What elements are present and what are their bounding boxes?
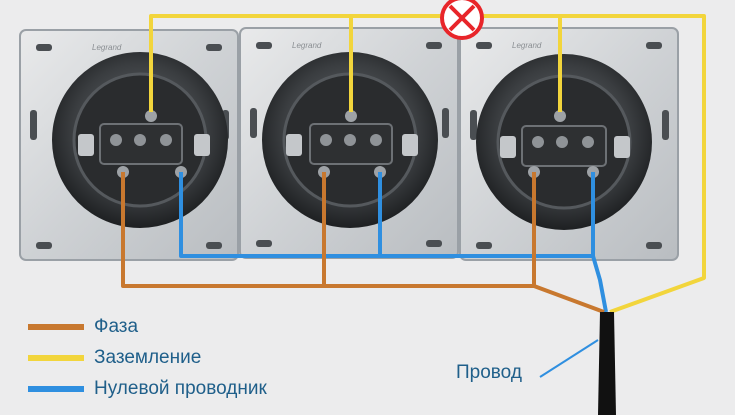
legend-label-neutral: Нулевой проводник <box>94 377 267 399</box>
neutral-wire-segment <box>591 255 608 313</box>
cable-pointer <box>539 339 599 378</box>
ground-wires <box>149 14 706 314</box>
neutral-wire-segment <box>179 172 382 258</box>
legend-item-phase: Фаза <box>28 311 267 342</box>
outlet-2: Legrand <box>239 27 459 259</box>
brand-label: Legrand <box>292 41 322 50</box>
wire-label: Провод <box>456 362 522 383</box>
brand-label: Legrand <box>512 41 542 50</box>
phase-wires <box>121 172 605 314</box>
brand-label: Legrand <box>92 43 122 52</box>
ground-swatch <box>28 354 84 361</box>
outlet-3: Legrand <box>459 27 679 261</box>
phase-wire-segment <box>533 284 605 314</box>
legend-item-ground: Заземление <box>28 342 267 373</box>
ground-wire-segment <box>560 14 706 314</box>
ground-wire-segment <box>149 14 353 112</box>
legend-label-ground: Заземление <box>94 346 202 368</box>
outlet-1: Legrand <box>19 29 239 261</box>
legend-label-phase: Фаза <box>94 315 139 337</box>
neutral-swatch <box>28 385 84 392</box>
neutral-wires <box>179 172 608 313</box>
main-cable <box>539 312 616 415</box>
ground-terminal <box>345 110 357 122</box>
phase-swatch <box>28 323 84 330</box>
phase-wire-segment <box>121 172 326 288</box>
legend-item-neutral: Нулевой проводник <box>28 373 267 404</box>
ground-terminal <box>145 110 157 122</box>
forbidden-x-icon <box>440 0 484 40</box>
legend: Фаза Заземление Нулевой проводник <box>28 311 267 404</box>
cable-sheath <box>598 312 616 415</box>
ground-terminal <box>554 110 566 122</box>
